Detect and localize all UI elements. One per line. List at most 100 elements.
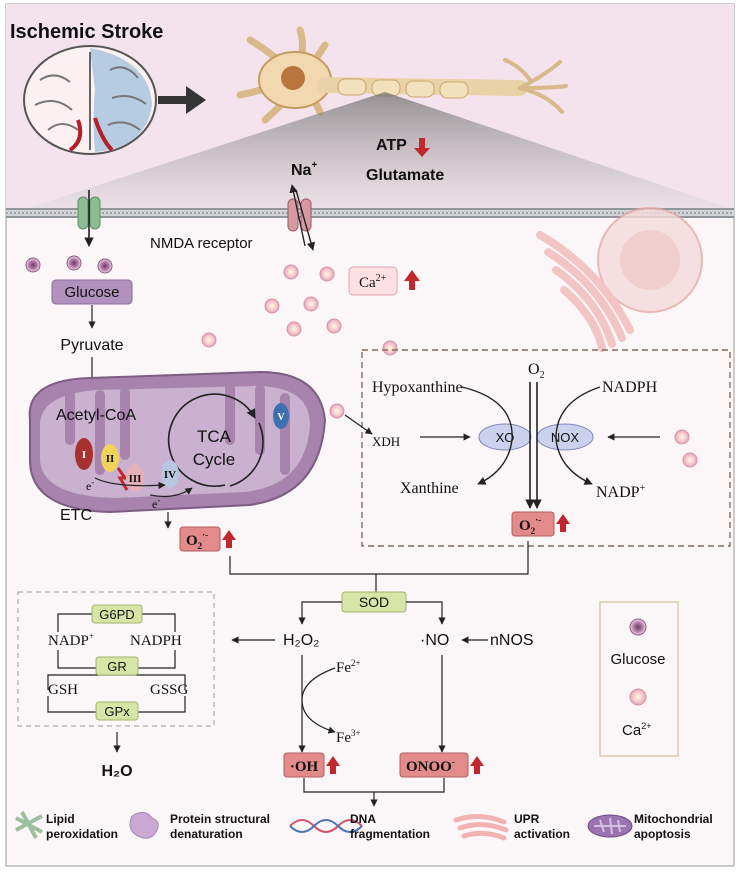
complex-i-label: I <box>82 449 86 461</box>
svg-text:O2: O2 <box>528 361 545 381</box>
svg-text:O2·-: O2·- <box>519 515 541 536</box>
onoo-up-arrow <box>470 756 484 774</box>
electron-sup-2: - <box>157 495 160 505</box>
atp-down-arrow <box>414 138 430 157</box>
svg-text:Protein structural denatur: Protein structural denaturation <box>170 812 273 841</box>
xo-enzyme <box>478 423 532 451</box>
oh-label: ·OH <box>290 759 319 775</box>
bottom-1-line2: peroxidation <box>46 827 118 841</box>
svg-text:Ca2+: Ca2+ <box>622 721 651 739</box>
fe3-sup: 3+ <box>351 728 361 738</box>
pyruvate-label: Pyruvate <box>60 337 123 354</box>
bottom-4-line2: activation <box>514 827 570 841</box>
na-sup: + <box>311 160 317 171</box>
no-label: ·NO <box>420 632 449 649</box>
lipid-peroxidation-icon <box>15 811 43 839</box>
superoxide-left-sup: ·- <box>202 530 208 540</box>
zoom-cone <box>22 92 735 210</box>
protein-denaturation-icon <box>129 812 159 839</box>
na-influx-arrow <box>289 184 306 247</box>
oh-up-arrow <box>326 756 340 774</box>
calcium-up-arrow <box>404 270 420 290</box>
mitochondrion-icon <box>28 370 327 514</box>
superoxide-box-right <box>511 511 555 537</box>
bottom-5-line2: apoptosis <box>634 827 691 841</box>
superoxide-left-sub: 2 <box>198 541 203 551</box>
bottom-2-line1: Protein structural <box>170 812 270 826</box>
nmda-label: NMDA receptor <box>150 235 253 252</box>
nadp-right-sup: + <box>640 483 646 494</box>
electron-flow <box>94 477 166 489</box>
gr-box <box>95 656 139 676</box>
xanthine-label: Xanthine <box>400 480 459 497</box>
nnos-label: nNOS <box>490 632 534 649</box>
xdh-label: XDH <box>372 434 400 449</box>
gsh-label: GSH <box>48 682 78 698</box>
nadph-right-label: NADPH <box>602 379 658 396</box>
complex-ii-label: II <box>106 453 115 465</box>
legend-calcium-sup: 2+ <box>641 721 651 731</box>
o2-sub: 2 <box>540 370 545 381</box>
glucose-box <box>51 279 133 305</box>
superoxide-right-label: O <box>519 518 531 534</box>
superoxide-left-label: O <box>186 533 198 549</box>
svg-text:Fe3+: Fe3+ <box>336 728 361 746</box>
glutathione-panel <box>17 591 215 727</box>
superoxide-left-up-arrow <box>222 530 236 548</box>
xo-label: XO <box>496 430 515 445</box>
electron-label: e <box>86 479 91 493</box>
bottom-3-line2: fragmentation <box>350 827 430 841</box>
sod-to-no <box>406 601 446 625</box>
nadp-left-sup: + <box>89 631 94 641</box>
svg-text:Na+: Na+ <box>291 160 317 179</box>
oh-box <box>283 752 325 778</box>
g6pd-label: G6PD <box>99 607 134 622</box>
gr-label: GR <box>107 659 127 674</box>
fe2-sup: 2+ <box>351 658 361 668</box>
onoo-label: ONOO <box>406 759 452 775</box>
glutamate-label: Glutamate <box>366 167 444 184</box>
svg-text:UPR activation: UPR activation <box>514 812 570 841</box>
glucose-particles <box>25 255 113 274</box>
gpx-box <box>95 701 139 721</box>
ca-sup: 2+ <box>376 273 387 284</box>
svg-text:e-: e- <box>86 477 94 493</box>
bottom-4-line1: UPR <box>514 812 540 826</box>
complex-v-label: V <box>277 412 285 423</box>
onoo-box <box>399 752 469 778</box>
svg-text:NADP+: NADP+ <box>596 483 646 501</box>
calcium-box <box>348 266 398 296</box>
etc-label: ETC <box>60 507 92 524</box>
legend-calcium-label: Ca <box>622 722 642 739</box>
arrow-ca-xdh <box>344 414 373 435</box>
superoxide-right-sup: ·- <box>535 515 541 525</box>
ca-influx-arrow <box>295 189 315 251</box>
fe2-label: Fe <box>336 660 351 676</box>
superoxide-right-up-arrow <box>556 514 570 532</box>
cell-membrane <box>6 208 734 218</box>
electron-label-2: e <box>152 497 157 511</box>
electron-flow-2 <box>149 487 193 498</box>
nadph-to-nadp <box>555 386 601 485</box>
ca-label: Ca <box>359 275 376 291</box>
tca-cycle-icon <box>167 393 264 487</box>
legend-glucose-icon <box>629 618 647 636</box>
nox-label: NOX <box>551 430 580 445</box>
sod-to-h2o2 <box>298 601 342 625</box>
endoplasmic-reticulum-icon <box>536 207 703 352</box>
h2o2-label: H₂O₂ <box>283 632 319 649</box>
dna-icon <box>289 819 363 833</box>
svg-text:Lipid peroxidation: Lipid peroxidation <box>46 812 118 841</box>
glucose-box-label: Glucose <box>64 284 119 301</box>
bottom-1-line1: Lipid <box>46 812 75 826</box>
electron-sup: - <box>91 477 94 487</box>
superoxide-box-left <box>179 526 221 552</box>
acetyl-coa-label: Acetyl-CoA <box>56 407 136 424</box>
bottom-3-line1: DNA <box>350 812 376 826</box>
merge-connector <box>229 541 529 575</box>
na-label: Na <box>291 162 312 179</box>
atp-label: ATP <box>376 137 407 154</box>
svg-text:NADP+: NADP+ <box>48 631 94 649</box>
bottom-5-line1: Mitochondrial <box>634 812 713 826</box>
